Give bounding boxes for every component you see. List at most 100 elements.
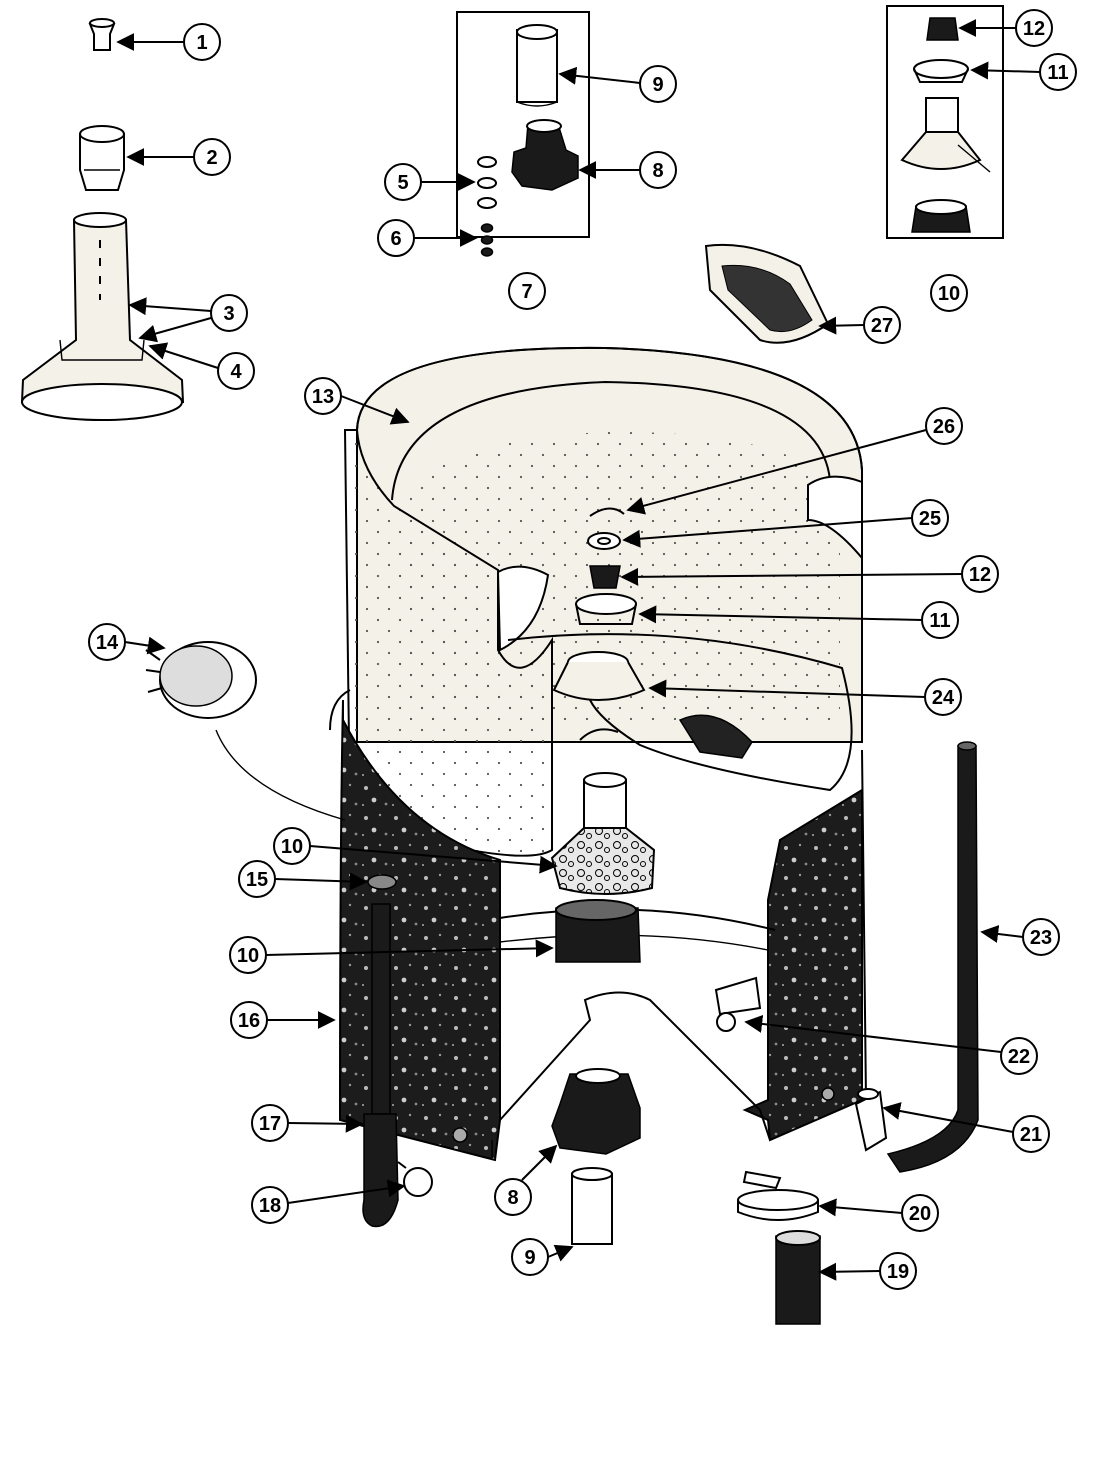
- callout-circle: [930, 274, 968, 312]
- leader-line-c25: [622, 517, 913, 548]
- callout-number: 1: [196, 32, 207, 54]
- callout-circle: [511, 1238, 549, 1276]
- callout-number: 16: [238, 1010, 260, 1032]
- callout-number: 6: [390, 228, 401, 250]
- part-5-washers: [477, 156, 497, 209]
- callout-circle: [1022, 918, 1060, 956]
- callout-c11b: 11: [921, 601, 959, 639]
- callout-c8a: 8: [639, 151, 677, 189]
- callout-c5: 5: [384, 163, 422, 201]
- callout-number: 19: [887, 1261, 909, 1283]
- callout-number: 27: [871, 315, 893, 337]
- leader-line-c14: [124, 636, 166, 655]
- callout-number: 10: [237, 945, 259, 967]
- callout-number: 18: [259, 1195, 281, 1217]
- callout-circle: [639, 65, 677, 103]
- callout-c21: 21: [1012, 1115, 1050, 1153]
- callout-circle: [863, 306, 901, 344]
- part-10-transmission: [550, 772, 656, 895]
- part-11-ring: [575, 593, 637, 625]
- callout-circle: [639, 151, 677, 189]
- callout-number: 13: [312, 386, 334, 408]
- part-8-hub-detail: [511, 119, 579, 191]
- callout-c27: 27: [863, 306, 901, 344]
- leader-line-c20: [818, 1198, 903, 1217]
- callout-number: 4: [230, 361, 242, 383]
- callout-circle: [1012, 1115, 1050, 1153]
- callout-number: 21: [1020, 1124, 1042, 1146]
- part-6-nuts: [480, 223, 494, 257]
- leader-line-c22: [744, 1014, 1002, 1053]
- part-27-filter: [704, 243, 830, 344]
- callout-c3: 3: [210, 294, 248, 332]
- callout-circle: [901, 1194, 939, 1232]
- callout-circle: [921, 601, 959, 639]
- callout-circle: [251, 1104, 289, 1142]
- leader-line-c3: [128, 297, 212, 316]
- callout-c14: 14: [88, 623, 126, 661]
- callout-number: 3: [223, 303, 234, 325]
- part-22-bracket: [714, 976, 762, 1032]
- leader-line-c26: [626, 429, 927, 515]
- part-10-cone-detail: [900, 97, 991, 173]
- callout-circle: [238, 860, 276, 898]
- leader-line-c17: [287, 1114, 364, 1133]
- callout-circle: [1000, 1037, 1038, 1075]
- leader-line-c3-1: [138, 317, 212, 343]
- part-3-agitator: [20, 212, 185, 421]
- callout-circle: [494, 1178, 532, 1216]
- part-10-bearing: [555, 899, 641, 963]
- callout-number: 2: [206, 147, 217, 169]
- part-8-hub: [551, 1068, 641, 1155]
- part-24-seal: [552, 651, 646, 701]
- callout-circle: [925, 407, 963, 445]
- callout-c9a: 9: [639, 65, 677, 103]
- callout-c8b: 8: [494, 1178, 532, 1216]
- part-17-hose: [362, 903, 399, 1228]
- callout-c22: 22: [1000, 1037, 1038, 1075]
- callout-labels: 1234567891011122713262512112414101510231…: [88, 9, 1077, 1290]
- callout-circle: [88, 623, 126, 661]
- part-25-washer: [587, 532, 621, 550]
- leader-line-c11a: [970, 61, 1041, 80]
- callout-number: 24: [932, 687, 955, 709]
- callout-number: 12: [969, 564, 991, 586]
- callout-c10a: 10: [930, 274, 968, 312]
- part-12-cap: [589, 565, 621, 589]
- callout-number: 26: [933, 416, 955, 438]
- callout-number: 17: [259, 1113, 281, 1135]
- callout-circle: [217, 352, 255, 390]
- callout-number: 20: [909, 1203, 931, 1225]
- leader-line-c23: [980, 925, 1024, 943]
- callout-c15: 15: [238, 860, 276, 898]
- callout-c9b: 9: [511, 1238, 549, 1276]
- callout-number: 8: [652, 160, 663, 182]
- callout-number: 25: [919, 508, 941, 530]
- callout-number: 10: [938, 283, 960, 305]
- callout-c13: 13: [304, 377, 342, 415]
- callout-circle: [1039, 53, 1077, 91]
- callout-number: 9: [524, 1247, 535, 1269]
- part-26-clip: [589, 507, 625, 517]
- callout-number: 11: [1047, 62, 1068, 84]
- callout-circle: [911, 499, 949, 537]
- part-10-base-detail: [911, 199, 971, 233]
- callout-number: 12: [1023, 18, 1045, 40]
- callout-c11a: 11: [1039, 53, 1077, 91]
- part-9-sleeve-detail: [516, 24, 558, 107]
- callout-c20: 20: [901, 1194, 939, 1232]
- callout-circle: [508, 272, 546, 310]
- callout-circle: [924, 678, 962, 716]
- callout-circle: [251, 1186, 289, 1224]
- callout-c18: 18: [251, 1186, 289, 1224]
- leader-lines: [116, 19, 1041, 1281]
- callout-c6: 6: [377, 219, 415, 257]
- leader-line-c18: [287, 1179, 406, 1204]
- callout-number: 14: [96, 632, 119, 654]
- part-20-clamp: [737, 1170, 819, 1221]
- leader-line-c8b: [521, 1144, 558, 1181]
- callout-c25: 25: [911, 499, 949, 537]
- callout-c17: 17: [251, 1104, 289, 1142]
- leader-line-c24: [648, 679, 926, 698]
